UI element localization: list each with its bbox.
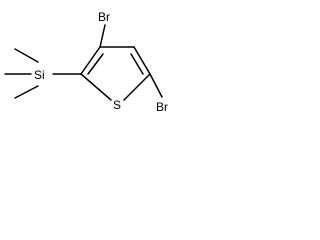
methyl-bond-bottom [14,85,39,99]
c4-c5-double-bond-inner [130,53,144,75]
c2-c3-double-bond-inner [87,53,104,75]
c5-s-bond [123,73,151,101]
atom-label-bromine-right: Br [156,100,168,114]
c5-br-bond [149,73,163,98]
atom-label-bromine-top: Br [98,10,110,24]
c4-c5-double-bond-outer [133,46,151,75]
c3-br-bond [99,24,106,48]
c2-c3-double-bond-outer [80,46,101,75]
methyl-bond-top [14,48,39,63]
atom-label-silicon: Si [34,68,45,82]
atom-label-sulfur: S [113,98,121,112]
s-c2-bond [80,73,112,101]
chemical-structure: Br Br Si S [4,10,168,114]
